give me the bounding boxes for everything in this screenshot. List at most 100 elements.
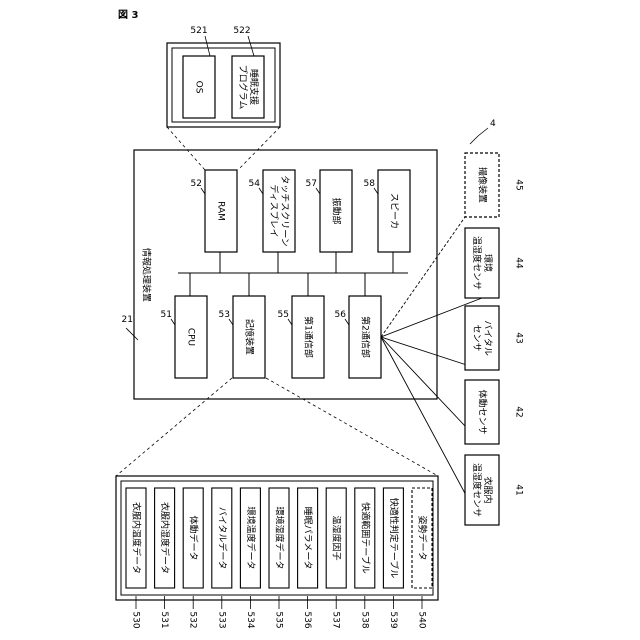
sleep-program-text-line: 睡眠支援: [248, 69, 260, 105]
ram-expansion-line-left: [167, 127, 205, 170]
system-bus: [178, 252, 408, 296]
block-52: RAM 52: [191, 170, 237, 252]
storage-item-532-label: 体動データ: [188, 515, 200, 560]
storage-item-539-ref: 539: [388, 611, 398, 628]
sleep-program-text-line: プログラム: [237, 65, 249, 110]
sensor-42-label-line: 体動センサ: [477, 389, 489, 434]
storage-item-531: 衣服内湿度データ 531: [155, 488, 175, 629]
block-55: 第1通信部 55: [278, 296, 324, 378]
sensor-44-label-line: 温湿度センサ: [471, 236, 483, 290]
block-57: 振動部 57: [306, 170, 352, 252]
storage-item-539-label: 快適性判定テーブル: [388, 498, 400, 578]
storage-expansion-line-right: [266, 378, 438, 476]
sensor-41: 衣服内温湿度センサ 41: [465, 455, 524, 525]
block-58: スピーカ 58: [364, 170, 410, 252]
storage-item-536-ref: 536: [302, 611, 312, 628]
os-label: OS: [194, 81, 204, 94]
block-51-label: CPU: [186, 328, 196, 346]
sensor-45-label-line: 撮像装置: [477, 167, 489, 203]
sensor-43: バイタルセンサ43: [465, 306, 524, 370]
lower-blocks: CPU 51 記憶装置 53 第1通信部 55 第2通信部 56: [161, 296, 381, 378]
storage-item-540-ref: 540: [417, 611, 427, 628]
storage-item-537-label: 温湿度因子: [331, 515, 343, 560]
sensor-41-label-line: 衣服内: [482, 476, 494, 503]
block-56-ref: 56: [335, 310, 347, 320]
storage-item-530-ref: 530: [131, 611, 141, 628]
storage-item-532: 体動データ 532: [183, 488, 203, 629]
storage-item-540-label: 姿勢データ: [417, 515, 429, 560]
block-52-label: RAM: [216, 201, 226, 221]
ram-expansion-line-right: [238, 127, 280, 170]
sensor-45: 撮像装置 45: [465, 153, 524, 217]
storage-item-530: 衣服内温度データ530: [126, 488, 146, 629]
sensor-44-ref: 44: [514, 257, 524, 269]
sensor-43-ref: 43: [514, 332, 524, 343]
block-54-label-line: タッチスクリーン: [279, 175, 290, 247]
storage-item-535-ref: 535: [274, 611, 284, 628]
storage-item-539: 快適性判定テーブル 539: [383, 488, 403, 629]
block-56: 第2通信部 56: [335, 296, 381, 378]
block-52-ref: 52: [191, 179, 202, 189]
block-55-label: 第1通信部: [303, 316, 315, 358]
block-51: CPU 51: [161, 296, 207, 378]
block-52-label-line: RAM: [216, 201, 226, 221]
storage-item-531-ref: 531: [159, 611, 169, 628]
figure-label: 図 3: [118, 9, 138, 21]
sensor-45-label: 撮像装置: [477, 167, 489, 203]
os-ref: 521: [190, 26, 207, 36]
storage-item-536: 睡眠パラメータ 536: [298, 488, 318, 629]
upper-blocks: RAM52タッチスクリーンディスプレイ54振動部57スピーカ58: [191, 170, 410, 252]
block-51-label-line: CPU: [186, 328, 196, 346]
system-ref: 4: [490, 119, 496, 129]
block-53-label: 記憶装置: [244, 319, 256, 355]
block-57-label-line: 振動部: [331, 197, 343, 224]
sensor-44-label-line: 環境: [482, 254, 494, 272]
os-block: OS 521: [183, 26, 215, 118]
sensor-45-ref: 45: [514, 179, 524, 190]
storage-item-531-label: 衣服内湿度データ: [159, 502, 171, 574]
info-device-label: 情報処理装置: [141, 248, 153, 302]
block-57-ref: 57: [306, 179, 317, 189]
system-ref-arrow: [470, 128, 488, 144]
storage-item-533-ref: 533: [216, 611, 226, 628]
storage-item-535-label: 環境湿度データ: [274, 506, 286, 569]
block-58-ref: 58: [364, 179, 376, 189]
block-58-label-line: スピーカ: [389, 193, 400, 229]
sensor-41-ref: 41: [514, 484, 524, 495]
storage-item-538-ref: 538: [359, 611, 369, 628]
sensor-44: 環境温湿度センサ 44: [465, 228, 524, 298]
storage-item-537: 温湿度因子 537: [326, 488, 346, 629]
storage-item-533-label: バイタルデータ: [216, 507, 228, 570]
sleep-program-text: 睡眠支援プログラム: [237, 65, 260, 110]
sensor-42-ref: 42: [514, 406, 524, 417]
block-55-ref: 55: [278, 310, 289, 320]
sensor-41-label-line: 温湿度センサ: [471, 463, 483, 517]
sensor-42-label: 体動センサ: [477, 389, 489, 434]
storage-item-540: 姿勢データ 540: [412, 488, 432, 629]
info-device-ref: 21: [122, 315, 133, 325]
storage-item-537-ref: 537: [331, 611, 341, 628]
storage-item-536-label: 睡眠パラメータ: [302, 507, 314, 570]
block-55-label-line: 第1通信部: [303, 316, 315, 358]
block-53-label-line: 記憶装置: [244, 319, 256, 355]
block-57-label: 振動部: [331, 197, 343, 224]
block-51-ref: 51: [161, 310, 172, 320]
storage-item-534-label: 環境温度データ: [245, 506, 257, 569]
block-54-ref: 54: [249, 179, 261, 189]
sensor-43-label-line: バイタル: [482, 320, 493, 356]
storage-item-532-ref: 532: [188, 611, 198, 628]
block-53-ref: 53: [219, 310, 230, 320]
sleep-program-ref: 522: [233, 26, 250, 36]
block-58-label: スピーカ: [389, 193, 400, 229]
storage-item-533: バイタルデータ 533: [212, 488, 232, 629]
storage-item-534: 環境温度データ534: [240, 488, 260, 629]
storage-items: 衣服内温度データ530 衣服内湿度データ 531 体動データ 532 バイタルデータ 533…: [126, 488, 432, 629]
block-56-label-line: 第2通信部: [360, 316, 372, 358]
block-56-label: 第2通信部: [360, 316, 372, 358]
storage-item-538: 快適範囲テーブル538: [355, 488, 375, 629]
sensors: 撮像装置45環境温湿度センサ44バイタルセンサ43体動センサ42衣服内温湿度セン…: [465, 153, 524, 525]
sensor-42: 体動センサ 42: [465, 380, 524, 444]
storage-item-535: 環境湿度データ 535: [269, 488, 289, 629]
block-53: 記憶装置 53: [219, 296, 265, 378]
